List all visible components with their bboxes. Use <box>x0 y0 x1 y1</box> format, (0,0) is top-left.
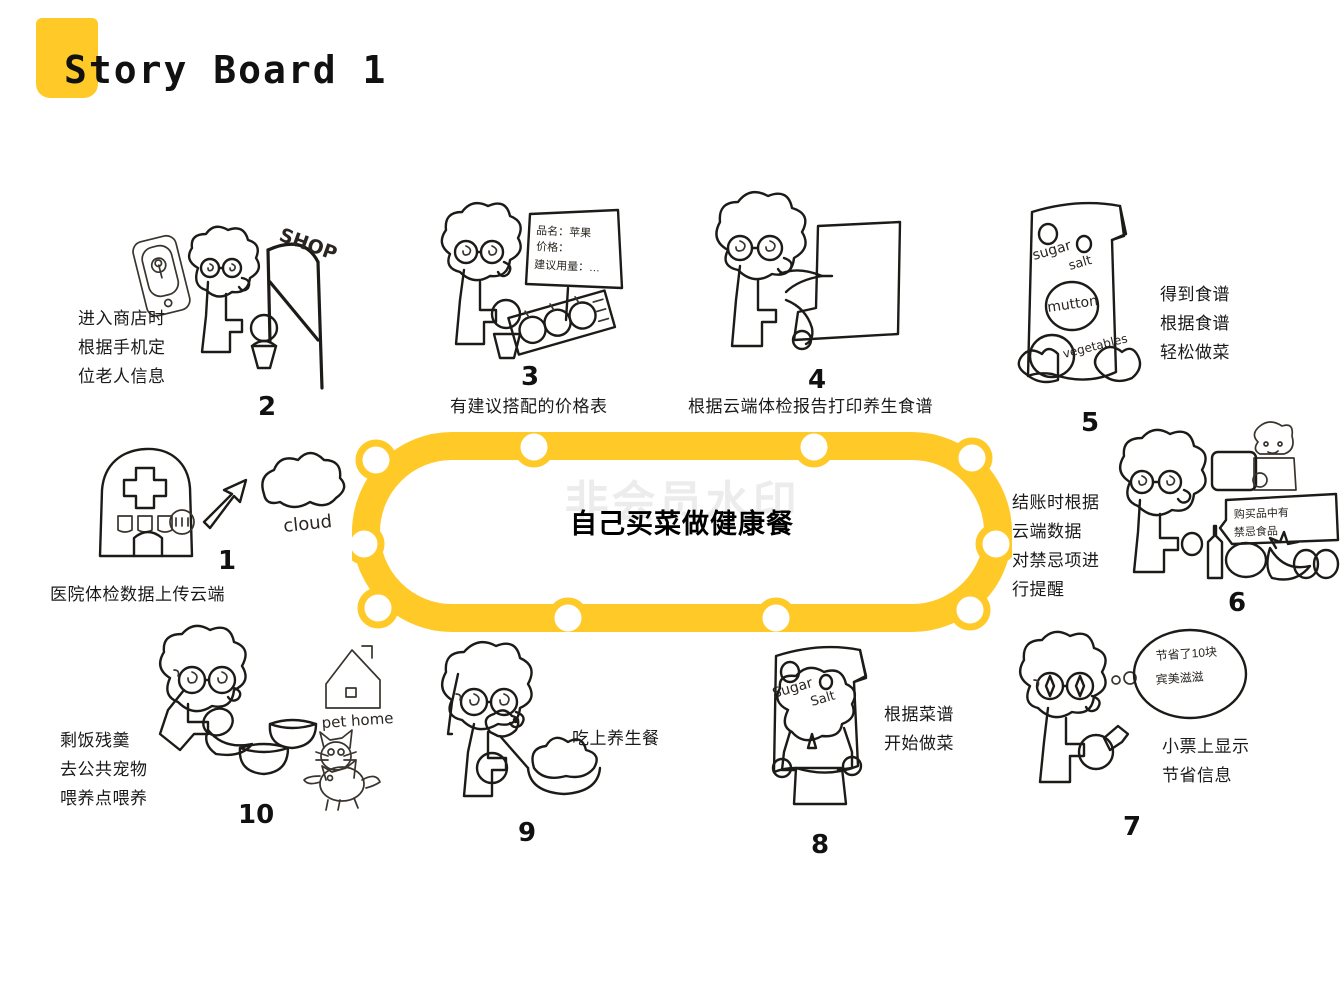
loop-node-9[interactable] <box>357 587 399 629</box>
panel-3-sketch: 品名：苹果 价格： 建议用量：… <box>426 196 626 366</box>
watermark-text: 非会员水印 <box>564 478 800 527</box>
panel-2-caption: 进入商店时 根据手机定 位老人信息 <box>78 309 166 386</box>
elderly-person-icon <box>1018 630 1130 784</box>
thought-line-2: 宾美滋滋 <box>1155 669 1204 687</box>
bowl-icon-2 <box>238 742 290 776</box>
panel-9-number: 9 <box>518 818 537 848</box>
panel-9-caption: 吃上养生餐 <box>572 729 660 748</box>
pet-home-label: pet home <box>321 709 394 732</box>
elderly-person-icon <box>1118 428 1207 574</box>
panel-1-sketch: cloud <box>78 438 346 578</box>
salt-label: salt <box>1067 253 1094 274</box>
loop-center-title: 自己买菜做健康餐 <box>570 509 794 539</box>
panel-1-number: 1 <box>218 546 237 576</box>
panel-6-sketch: 购买品中有 禁忌食品 <box>1108 421 1344 612</box>
loop-node-2[interactable] <box>513 426 555 468</box>
spoon-icon <box>484 709 530 770</box>
panel-10-caption: 剩饭残羹 去公共宠物 喂养点喂养 <box>60 731 148 808</box>
panel-8-sketch: Sugar Salt <box>756 636 926 826</box>
price-sign-line-2: 价格： <box>536 239 570 255</box>
panel-8-number: 8 <box>811 830 830 860</box>
salt-label-8: Salt <box>809 689 837 710</box>
panel-7-number: 7 <box>1123 812 1142 842</box>
loop-node-3[interactable] <box>793 426 835 468</box>
panel-10-number: 10 <box>238 800 275 830</box>
panel-6-caption: 结账时根据 云端数据 对禁忌项进 行提醒 <box>1012 493 1100 599</box>
bubble-line-2: 禁忌食品 <box>1234 523 1278 539</box>
fruit-tray-icon <box>507 289 617 356</box>
elderly-person-icon <box>440 640 533 798</box>
panel-2-sketch: SHOP <box>118 220 348 400</box>
panel-1-caption: 医院体检数据上传云端 <box>50 585 225 604</box>
bowl-icon-3 <box>268 718 318 750</box>
panel-3-number: 3 <box>521 362 540 392</box>
loop-node-8[interactable] <box>547 597 589 639</box>
panel-8-caption: 根据菜谱 开始做菜 <box>884 705 954 753</box>
panel-7-sketch: 节省了10块 宾美滋滋 <box>1004 628 1254 810</box>
panel-5-sketch: sugar salt mutton vegetables <box>1008 196 1178 406</box>
sparkle-eyes-icon <box>1044 674 1056 698</box>
panel-6-number: 6 <box>1228 588 1247 618</box>
elderly-person-icon <box>187 225 279 370</box>
mutton-label: mutton <box>1046 293 1099 316</box>
elderly-person-icon <box>715 190 807 348</box>
cashier-icon <box>1210 421 1297 492</box>
cloud-icon <box>261 451 346 509</box>
loop-node-1[interactable] <box>355 439 397 481</box>
bowl-icon <box>202 707 254 757</box>
arm-icon-2 <box>784 298 814 346</box>
loop-node-6[interactable] <box>949 589 991 631</box>
panel-10-sketch: pet home <box>140 624 394 811</box>
speech-bubble-icon: 购买品中有 禁忌食品 <box>1218 492 1340 546</box>
panel-9-sketch <box>430 640 630 820</box>
loop-node-4[interactable] <box>951 437 993 479</box>
hospital-icon <box>98 447 194 558</box>
elderly-person-icon <box>771 666 863 806</box>
title-accent-swatch <box>36 18 98 98</box>
elderly-person-icon <box>158 624 247 752</box>
food-bowl-icon <box>526 736 602 796</box>
panel-4-sketch <box>694 188 934 378</box>
hands-icon <box>1017 347 1060 384</box>
page-title: Story Board 1 <box>64 48 388 92</box>
bubble-line-1: 购买品中有 <box>1234 505 1289 521</box>
panel-7-caption: 小票上显示 节省信息 <box>1162 737 1250 785</box>
phone-location-icon <box>132 234 191 317</box>
arrow-icon <box>202 478 248 530</box>
dog-icon <box>303 759 381 811</box>
price-sign-line-1: 品名：苹果 <box>536 223 592 240</box>
price-sign-line-3: 建议用量：… <box>534 257 601 274</box>
elderly-person-icon <box>440 201 522 360</box>
receipt-icon <box>1102 724 1130 752</box>
panel-5-number: 5 <box>1081 408 1100 438</box>
panel-4-caption: 根据云端体检报告打印养生食谱 <box>688 397 933 416</box>
panel-4-number: 4 <box>808 365 827 395</box>
vegetables-label: vegetables <box>1061 331 1129 361</box>
shop-gate-icon: SHOP <box>266 224 340 390</box>
shop-label: SHOP <box>276 224 340 265</box>
paper-icon <box>792 220 902 342</box>
page-title-block: Story Board 1 <box>36 18 456 102</box>
thought-bubble-icon: 节省了10块 宾美滋滋 <box>1132 628 1248 720</box>
panel-2-number: 2 <box>258 392 277 422</box>
panel-5-caption: 得到食谱 根据食谱 轻松做菜 <box>1160 285 1230 362</box>
cloud-label: cloud <box>282 511 333 537</box>
pet-house-icon: pet home <box>321 645 394 732</box>
panel-3-caption: 有建议搭配的价格表 <box>450 397 608 416</box>
thought-line-1: 节省了10块 <box>1155 645 1217 663</box>
groceries-icon <box>1206 524 1340 581</box>
loop-node-7[interactable] <box>755 597 797 639</box>
